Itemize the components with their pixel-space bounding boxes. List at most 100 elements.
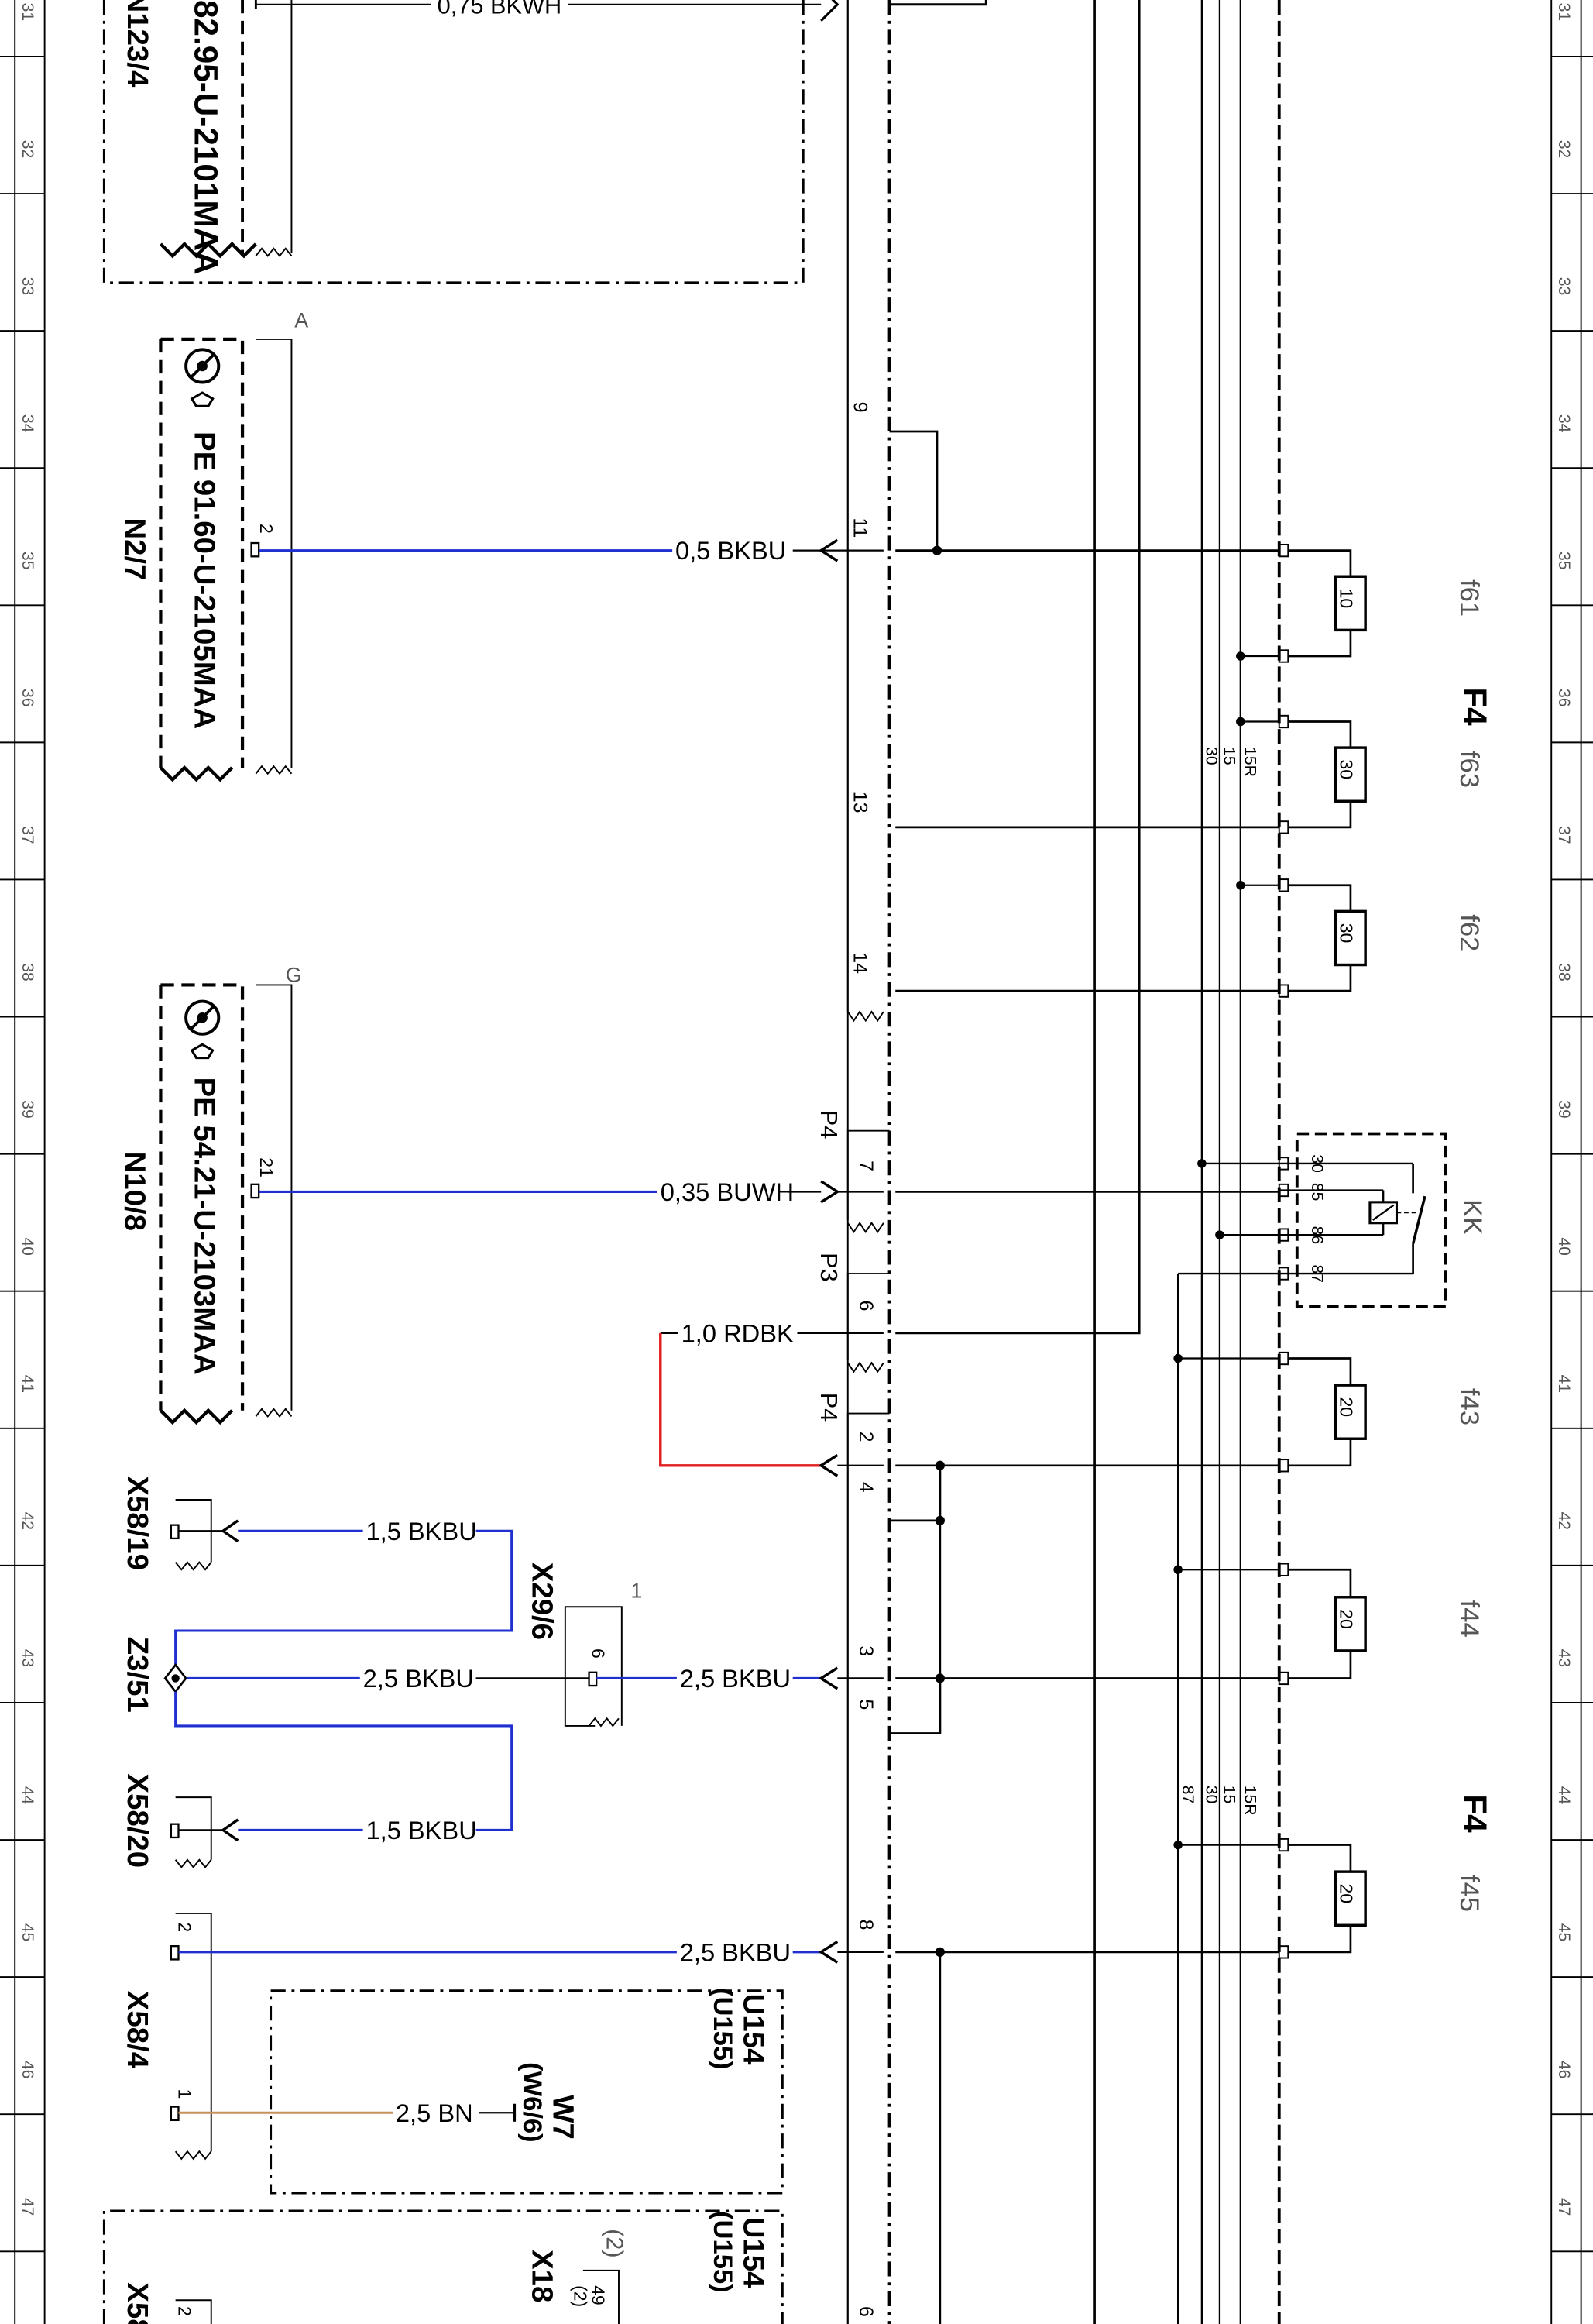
wire-label-n2-7: 0,5 BKBU [675,536,786,565]
ruler-label-left: 38 [19,963,36,981]
fuse-f61 [1236,543,1367,663]
ruler-label-right: 42 [1555,1512,1573,1530]
pin-7: 7 [855,1160,877,1171]
wire-label-n10-8: 0,35 BUWH [661,1177,794,1206]
ruler-label-right: 43 [1555,1649,1573,1667]
ruler-label-left: 47 [19,2198,36,2216]
fuse-f45 [1173,1838,1367,1959]
fuse-rating-f44: 20 [1336,1609,1356,1629]
u154-a-alt: (U155) [708,1988,737,2070]
wire-label-x58-20: 1,5 BKBU [366,1816,476,1844]
n10-8-corner: G [286,964,302,987]
ruler-label-left: 35 [19,552,36,569]
ruler-label-left: 45 [19,1923,36,1941]
ruler-label-right: 39 [1555,1100,1573,1118]
wire-label-x58-4: 2,5 BKBU [680,1937,791,1966]
ruler-label-right: 31 [1555,3,1573,21]
ruler-label-left: 36 [19,689,36,706]
ruler-label-left: 43 [19,1649,36,1667]
wire-rdbk [659,1332,884,1477]
fuse-rating-f61: 10 [1336,589,1356,609]
fuse-rating-f43: 20 [1336,1397,1356,1417]
ruler-label-right: 34 [1555,414,1573,433]
ruler-label-left: 31 [19,3,36,21]
relay-kk [1178,1132,1447,1308]
ruler-label-right: 44 [1555,1786,1573,1805]
pin-13: 13 [849,792,870,813]
x58-bottom-pin: 2 [174,2306,194,2316]
fuse-f63 [1236,714,1367,834]
x58-4-id: X58/4 [121,1991,154,2069]
bus-label-15: 15 [1220,747,1238,765]
ruler-label-left: 41 [19,1374,36,1392]
ruler-label-left: 32 [19,140,36,158]
fuse-bus-labels-bottom: 15R 15 30 87 [1179,1786,1259,1816]
wire-x58-19-return [174,1529,513,1667]
x18-id: X18 [526,2250,559,2302]
plug-p4-b: P4 [815,1393,843,1422]
internal-wiring [889,0,1279,2324]
n10-8-module [159,983,293,1425]
relay-pin-85: 85 [1308,1183,1326,1201]
bus-label-30: 30 [1203,747,1220,765]
plug-p4-a: P4 [815,1110,843,1140]
connector-strip [846,0,891,2324]
fuse-name-f61: f61 [1454,579,1484,617]
ruler-label-right: 46 [1555,2061,1573,2078]
ruler-label-left: 44 [19,1786,36,1805]
n123-id: N123/4 [121,0,154,88]
w7-alt: (W6/6) [517,2062,547,2143]
fuse-name-f45: f45 [1454,1875,1484,1912]
row-ruler-right [1550,0,1582,2324]
pin-6b: 6 [855,2306,877,2317]
pin-5: 5 [855,1699,877,1710]
pin-8: 8 [855,1920,877,1930]
ruler-label-right: 38 [1555,963,1573,981]
ruler-label-left: 46 [19,2061,36,2078]
n10-8-code: PE 54.21-U-2103MAA [188,1078,221,1375]
wire-label-w7: 2,5 BN [396,2099,473,2127]
wire-x58-20-return [174,1691,513,1831]
n10-8-sensor-icon [184,999,221,1060]
ruler-label-right: 47 [1555,2198,1573,2216]
pin-9: 9 [849,402,870,413]
x58-4-pin-1: 1 [174,2089,194,2099]
relay-kk-pins: 30 85 86 87 [1308,1154,1326,1283]
pin-11: 11 [849,517,870,538]
x18-alt: (2) [602,2229,629,2258]
pin-14: 14 [849,952,870,974]
x18-pin: 49 [588,2285,608,2305]
x58-bottom-id: X58 [121,2282,154,2324]
relay-pin-86: 86 [1308,1226,1326,1244]
fuse-f43 [1173,1351,1367,1473]
n123-code: 82.95-U-2101MAA [188,0,225,275]
u154-a-id: U154 [736,1994,770,2065]
fuse-name-f63: f63 [1454,751,1484,788]
ruler-label-right: 40 [1555,1237,1573,1255]
fuse-rating-f63: 30 [1336,759,1356,779]
x29-6-pin: 6 [588,1648,608,1659]
x29-6-id: X29/6 [526,1563,559,1640]
bus-label-15-b: 15 [1220,1786,1238,1803]
plug-p3: P3 [815,1253,843,1282]
ruler-label-right: 32 [1555,140,1573,158]
z3-51-id: Z3/51 [121,1637,154,1713]
x58-20-connector [170,1796,239,1868]
w7-id: W7 [546,2095,579,2140]
wire-label-x58-19: 1,5 BKBU [366,1517,476,1545]
n2-7-code: PE 91.60-U-2105MAA [188,431,221,729]
wire-label-rdbk: 1,0 RDBK [681,1318,794,1347]
ruler-label-right: 36 [1555,689,1573,706]
x58-20-id: X58/20 [121,1773,154,1868]
x29-6-corner: 1 [630,1580,642,1603]
n2-7-sensor-icon [184,348,221,407]
fuse-f44 [1173,1563,1367,1686]
n10-8-id: N10/8 [118,1152,151,1231]
ruler-label-left: 33 [19,277,36,295]
fuse-name-f43: f43 [1454,1388,1484,1425]
u154-b-id: U154 [736,2217,770,2288]
fuse-bus-labels-top: 15R 15 30 [1203,747,1259,777]
bottom-module [102,2209,784,2324]
n123-module [102,0,987,284]
